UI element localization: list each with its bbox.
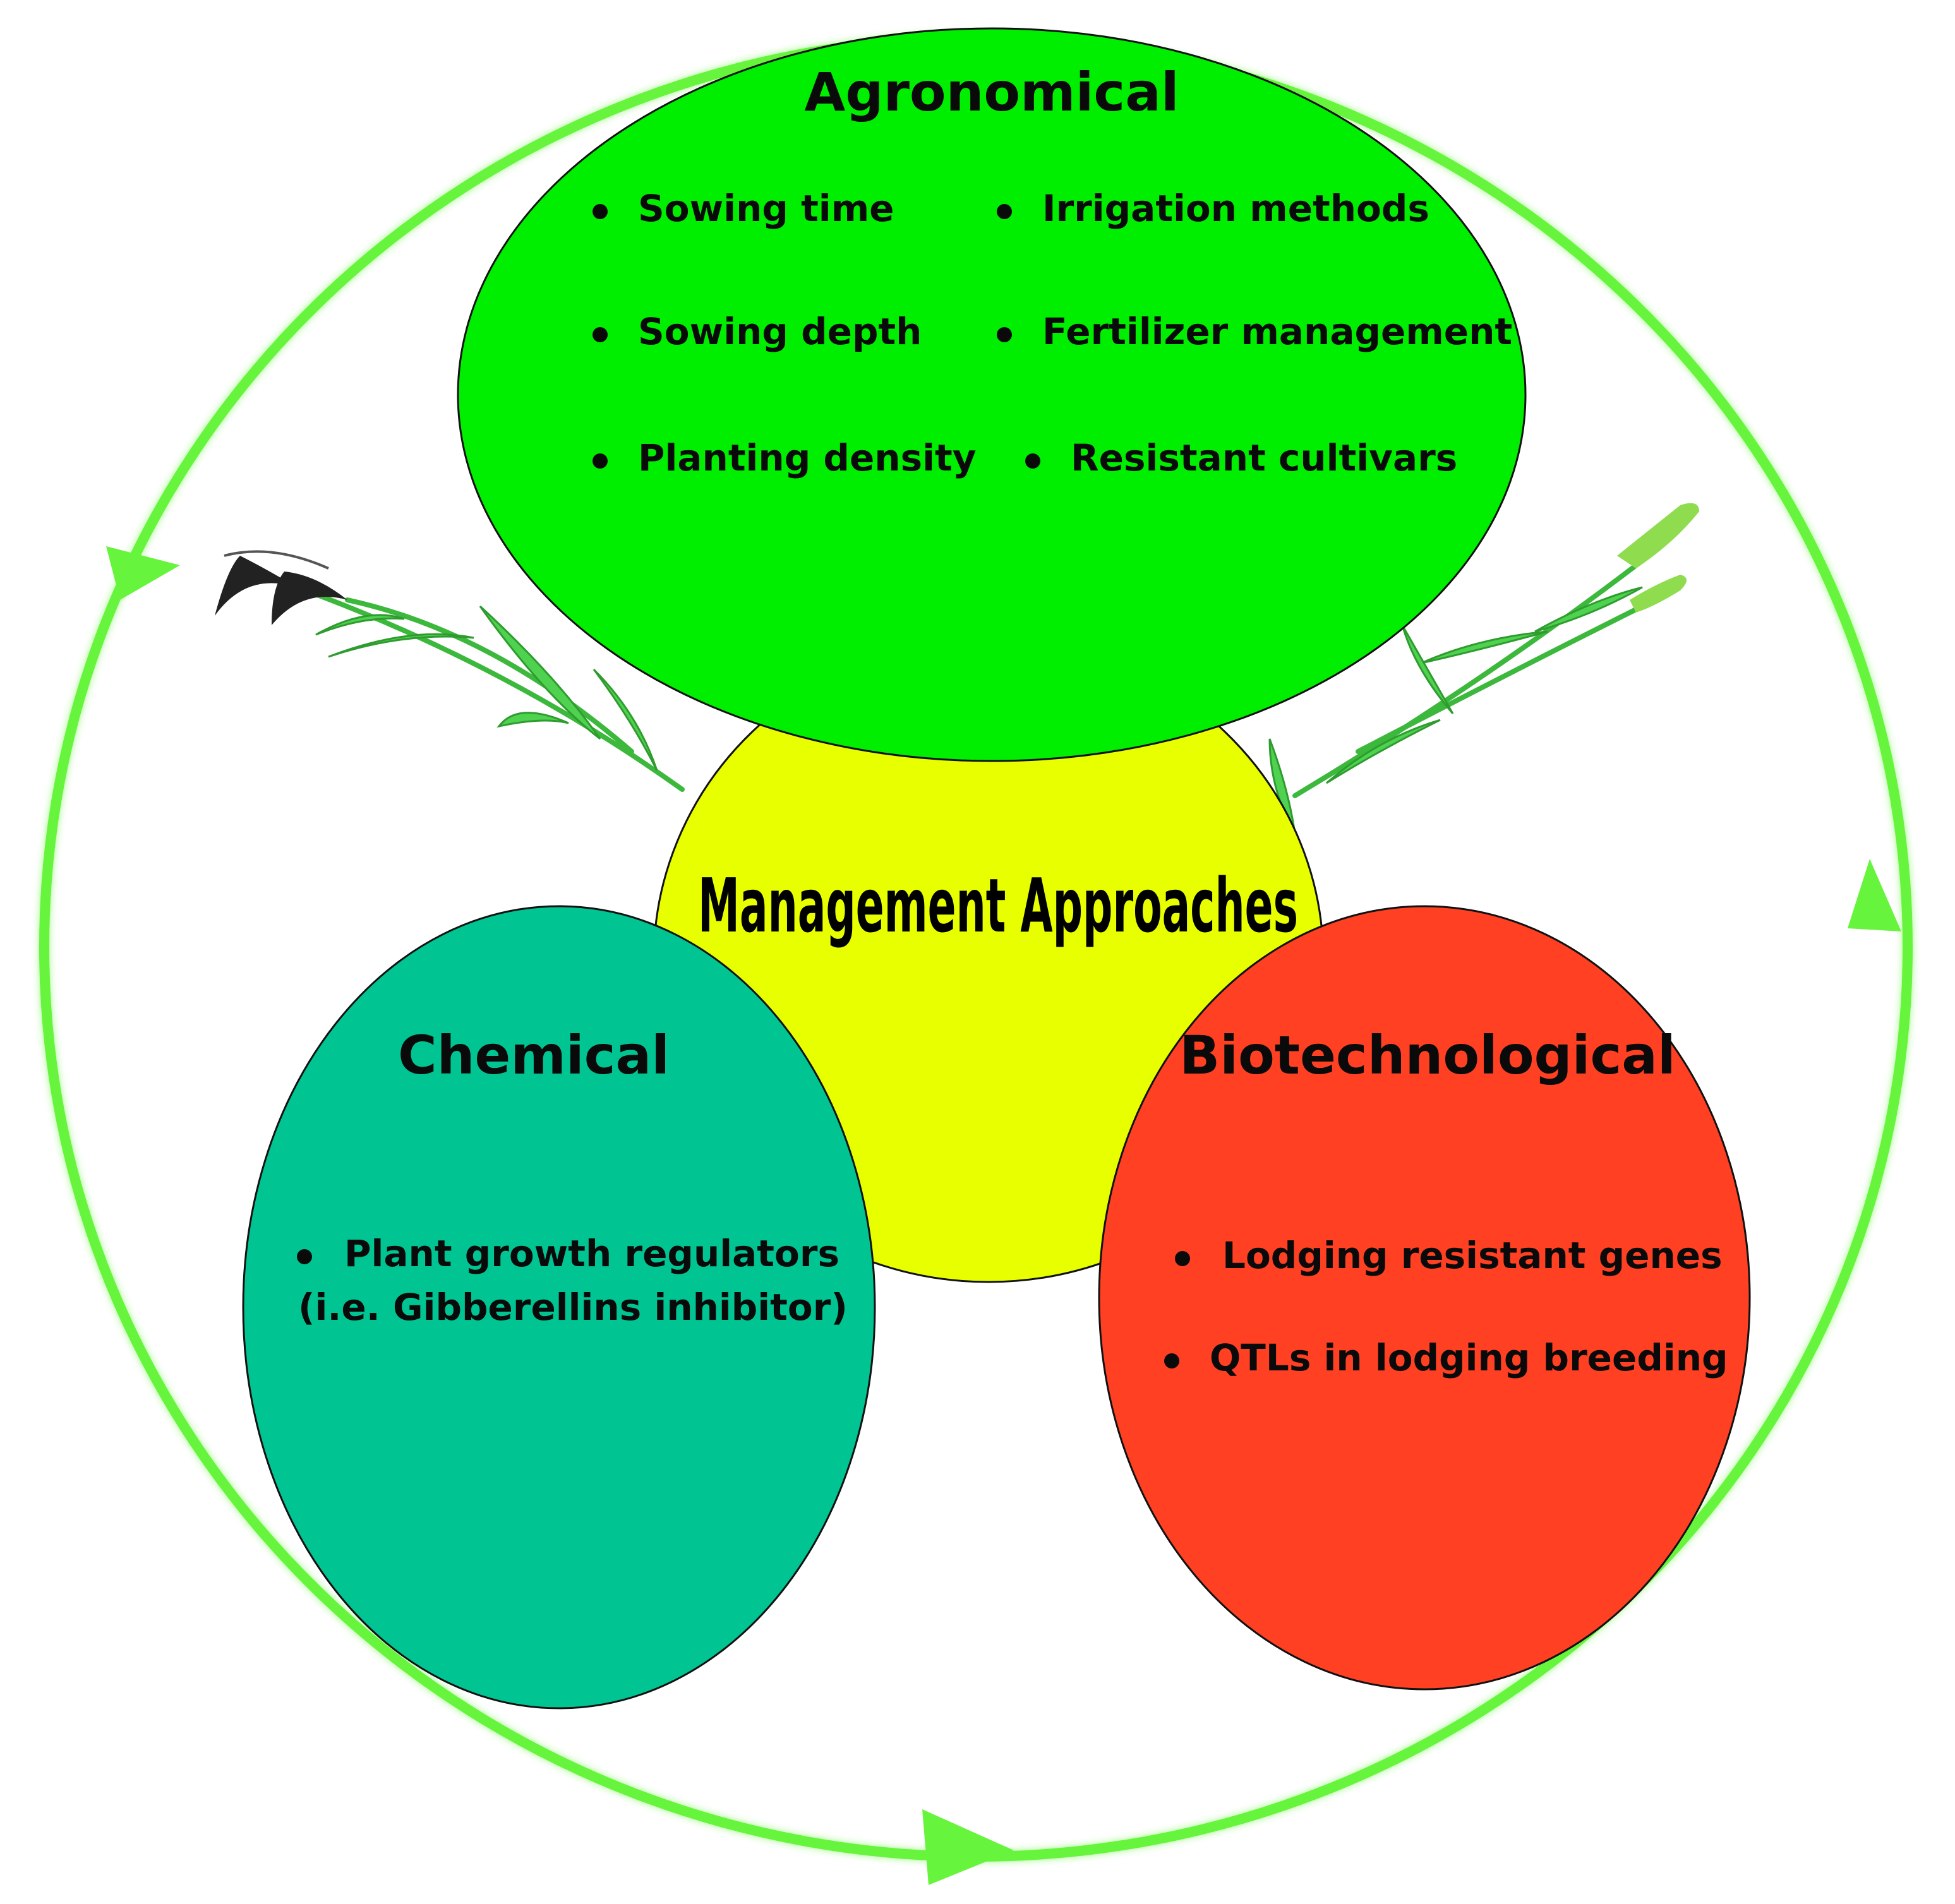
cycle-arrow-bottom-icon — [922, 1809, 1014, 1885]
agro-item-sowing-time: Sowing time — [638, 187, 894, 230]
chemical-title: Chemical — [398, 1024, 670, 1086]
agro-bullet-icon — [593, 327, 608, 342]
wheat-plant-right-icon — [1268, 503, 1699, 834]
cycle-arrow-left-icon — [106, 546, 180, 600]
agro-bullet-icon — [997, 204, 1012, 219]
chemical-bullet-icon — [297, 1249, 312, 1264]
biotech-item-genes: Lodging resistant genes — [1222, 1234, 1723, 1277]
agro-bullet-icon — [997, 327, 1012, 342]
biotech-bullet-icon — [1164, 1353, 1179, 1368]
agro-bullet-icon — [593, 204, 608, 219]
biotechnological-title: Biotechnological — [1179, 1024, 1675, 1086]
agro-item-sowing-depth: Sowing depth — [638, 310, 922, 353]
biotechnological-ellipse — [1098, 905, 1751, 1691]
agronomical-group: Agronomical Sowing time Irrigation metho… — [457, 27, 1527, 762]
chemical-group: Chemical Plant growth regulators (i.e. G… — [242, 905, 876, 1709]
agro-item-fertilizer-management: Fertilizer management — [1042, 310, 1512, 353]
chemical-ellipse — [242, 905, 876, 1709]
biotechnological-group: Biotechnological Lodging resistant genes… — [1098, 905, 1751, 1691]
biotech-item-qtls: QTLs in lodging breeding — [1210, 1336, 1728, 1379]
chemical-item-pgr-note: (i.e. Gibberellins inhibitor) — [298, 1286, 848, 1329]
chemical-item-pgr: Plant growth regulators — [344, 1232, 839, 1275]
cycle-arrow-right-icon — [1848, 859, 1901, 931]
agro-item-resistant-cultivars: Resistant cultivars — [1071, 436, 1457, 479]
agronomical-ellipse — [457, 27, 1527, 762]
agro-item-planting-density: Planting density — [638, 436, 977, 479]
agro-bullet-icon — [1025, 453, 1040, 469]
wheat-plant-left-icon — [215, 550, 685, 792]
agro-bullet-icon — [593, 453, 608, 469]
biotech-bullet-icon — [1175, 1251, 1190, 1266]
center-label: Management Approaches — [698, 862, 1298, 949]
agro-item-irrigation-methods: Irrigation methods — [1042, 187, 1429, 230]
agronomical-title: Agronomical — [804, 61, 1179, 123]
